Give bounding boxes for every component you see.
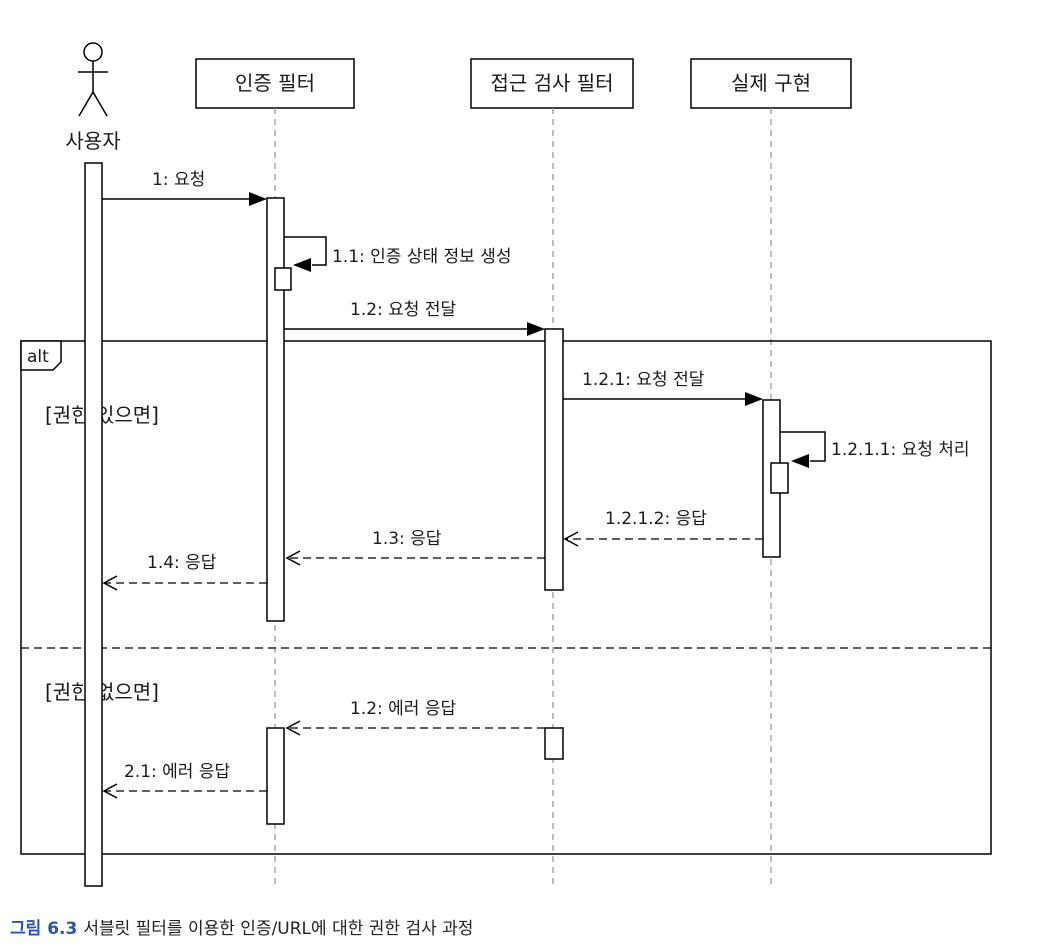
figure-caption-text: 서블릿 필터를 이용한 인증/URL에 대한 권한 검사 과정 <box>83 919 474 939</box>
alt-fragment <box>20 340 992 855</box>
message-access-error: 1.2: 에러 응답 <box>285 699 545 736</box>
participant-auth-filter-label: 인증 필터 <box>235 71 315 95</box>
message-forward-to-impl: 1.2.1: 요청 전달 <box>563 370 763 406</box>
figure-number: 그림 6.3 <box>10 919 78 939</box>
message-access-error-label: 1.2: 에러 응답 <box>350 699 456 719</box>
activation-impl-selfcall <box>770 462 789 494</box>
activation-auth-selfcall <box>274 267 292 291</box>
message-auth-response: 1.4: 응답 <box>102 553 267 591</box>
activation-access-filter <box>544 328 564 591</box>
activation-auth-filter-error <box>266 727 285 825</box>
message-auth-response-label: 1.4: 응답 <box>147 553 217 573</box>
participant-implementation: 실제 구현 <box>690 58 852 109</box>
message-auth-error: 2.1: 에러 응답 <box>102 762 267 799</box>
activation-access-filter-error <box>544 727 564 760</box>
message-auth-error-label: 2.1: 에러 응답 <box>124 762 230 782</box>
message-create-auth-state-label: 1.1: 인증 상태 정보 생성 <box>332 247 512 267</box>
participant-access-filter: 접근 검사 필터 <box>470 58 634 109</box>
participant-implementation-label: 실제 구현 <box>731 71 811 95</box>
participant-auth-filter: 인증 필터 <box>195 58 355 109</box>
message-access-response: 1.3: 응답 <box>285 529 545 566</box>
message-process-request: 1.2.1.1: 요청 처리 <box>780 431 970 468</box>
participant-access-filter-label: 접근 검사 필터 <box>490 71 613 95</box>
alt-fragment-tab <box>20 340 62 371</box>
message-impl-response: 1.2.1.2: 응답 <box>563 509 763 547</box>
alt-keyword: alt <box>27 347 49 367</box>
message-create-auth-state: 1.1: 인증 상태 정보 생성 <box>284 236 512 272</box>
message-forward-to-impl-label: 1.2.1: 요청 전달 <box>582 370 705 390</box>
message-forward-request: 1.2: 요청 전달 <box>284 300 545 336</box>
message-request: 1: 요청 <box>102 170 267 206</box>
message-access-response-label: 1.3: 응답 <box>372 529 442 549</box>
activation-auth-filter <box>266 197 285 622</box>
message-forward-request-label: 1.2: 요청 전달 <box>350 300 456 320</box>
user-actor-icon <box>78 42 108 117</box>
user-actor-label: 사용자 <box>65 129 120 153</box>
message-request-label: 1: 요청 <box>152 170 205 190</box>
activation-user <box>84 162 103 887</box>
message-impl-response-label: 1.2.1.2: 응답 <box>605 509 707 529</box>
message-process-request-label: 1.2.1.1: 요청 처리 <box>831 440 970 460</box>
